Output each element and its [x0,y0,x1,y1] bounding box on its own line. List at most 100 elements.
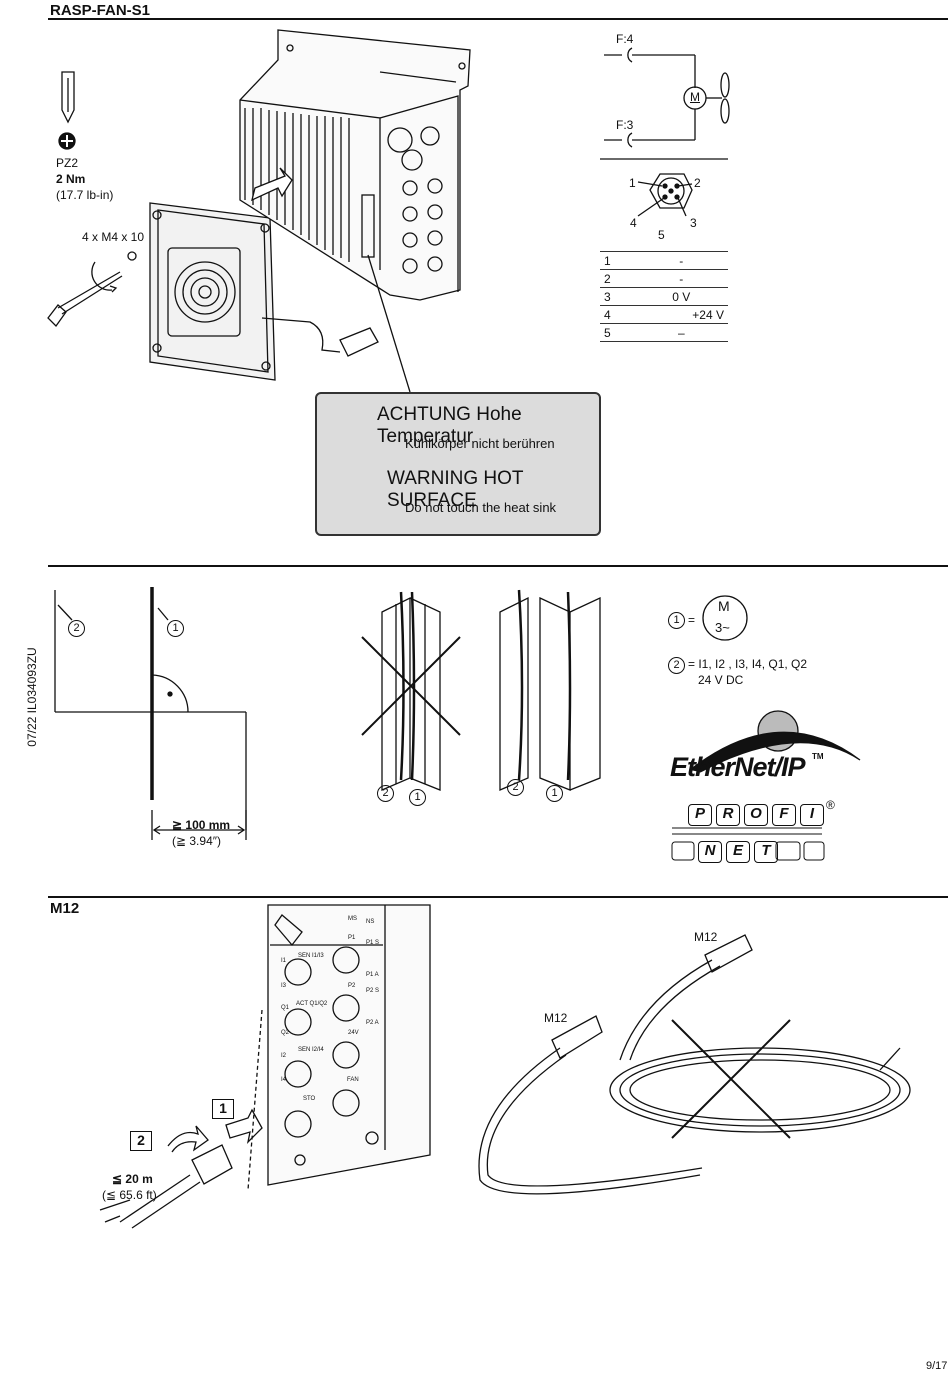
m12-plug-icon [99,1108,263,1229]
section-title-m12: M12 [50,900,80,917]
motor-label: M [690,90,700,104]
device-label: I3 [281,983,287,989]
screw-icon [127,251,137,261]
logo-letter: T [754,841,778,863]
legend-voltage: 24 V DC [698,673,744,687]
device-label: NS [366,919,375,925]
callout-1: 1 [546,785,563,802]
motor-m: M [718,598,730,614]
spacing-diagram [54,587,247,840]
value-cell: 0 V [634,287,728,306]
callout-2: 2 [377,785,394,802]
phillips-icon [58,132,76,150]
warning-en-text: Do not touch the heat sink [405,500,557,515]
device-label: STO [303,1096,316,1102]
logo-letter: R [716,804,740,826]
pin-5-label: 5 [658,228,665,242]
logo-letter: F [772,804,796,826]
pin-4-label: 4 [630,216,637,230]
section-title-rasp: RASP-FAN-S1 [50,2,151,19]
m12-connector-icon [637,173,693,217]
pin-cell: 1 [600,251,635,270]
device-label: P2 S [366,988,380,994]
logo-letter: P [688,804,712,826]
pin-cell: 3 [600,287,635,306]
logo-letter: I [800,804,824,826]
logo-letter: E [726,841,750,863]
profinet-grid [671,827,825,861]
value-cell: - [634,269,728,288]
screwdriver-icon [47,261,123,328]
device-label: SEN I1/I3 [298,953,324,959]
table-row: 5– [600,323,728,342]
screw-label: 4 x M4 x 10 [82,230,145,244]
warning-de-title: ACHTUNG Hohe Temperatur [377,404,522,447]
screwdriver-bit-icon [61,71,75,124]
device-label: ACT Q1/Q2 [296,1001,328,1007]
table-row: 4+24 V [600,305,728,324]
device-label: I1 [281,958,287,964]
device-label: I4 [281,1077,287,1083]
heatsink-correct [499,589,601,791]
value-cell: – [634,323,728,342]
pin-1-label: 1 [629,176,636,190]
step-2-badge: 2 [130,1131,152,1151]
ethernet-ip-logo: EtherNet/IP [670,752,806,782]
profi-logo: P R O F I [688,804,824,826]
device-label: SEN I2/I4 [298,1047,324,1053]
fan-cover-plate [149,202,379,381]
m12-label-lower: M12 [544,1011,568,1025]
warning-label: ACHTUNG Hohe Temperatur Kühlkörper nicht… [315,392,601,536]
mid-rule [48,565,948,567]
device-label: FAN [347,1077,359,1083]
value-cell: - [634,251,728,270]
torque-label: 2 Nm [56,172,86,186]
torque-imperial-label: (17.7 lb-in) [56,188,114,202]
legend-callout-1: 1 [668,612,685,629]
device-label: P2 A [366,1020,379,1026]
device-label: Q1 [281,1005,290,1011]
motor-3phase: 3~ [715,620,730,635]
step-1-badge: 1 [212,1099,234,1119]
legend-callout-2: 2 [668,657,685,674]
callout-2: 2 [68,620,85,637]
device-label: P2 [348,983,356,989]
bit-label: PZ2 [56,156,79,170]
net-logo: N E T [698,841,778,863]
callout-1: 1 [409,789,426,806]
lower-rule [48,896,948,898]
pin-cell: 4 [600,305,635,324]
device-label: P1 A [366,972,379,978]
m12-label-upper: M12 [694,930,718,944]
f4-label: F:4 [616,32,634,46]
table-row: 2- [600,269,728,288]
warning-en-title: WARNING HOT SURFACE [387,468,524,511]
logo-letter: N [698,841,722,863]
value-cell: +24 V [634,305,728,324]
distance-label: ≧ 100 mm [172,818,231,832]
registered-mark: ® [826,798,835,812]
pin-cell: 5 [600,323,635,342]
device-label: 24V [348,1030,359,1036]
pin-2-label: 2 [694,176,701,190]
legend-eq: = [688,613,696,627]
heatsink-wrong [361,591,461,791]
cable-length-imperial-label: (≦ 65.6 ft) [102,1188,157,1202]
device-label: P1 [348,935,356,941]
tm-mark: TM [812,752,824,761]
drive-unit [239,29,471,301]
cable-length-label: ≦ 20 m [112,1172,153,1186]
top-rule [48,18,948,20]
legend-io-text: = I1, I2 , I3, I4, Q1, Q2 [688,657,808,671]
callout-1: 1 [167,620,184,637]
m12-cable-illustration [478,934,911,1195]
device-label: MS [348,916,357,922]
pin-cell: 2 [600,269,635,288]
fan-blade-icon [720,72,730,98]
f3-label: F:3 [616,118,634,132]
callout-2: 2 [507,779,524,796]
m12-device [247,904,431,1191]
page-number: 9/17 [926,1360,948,1372]
